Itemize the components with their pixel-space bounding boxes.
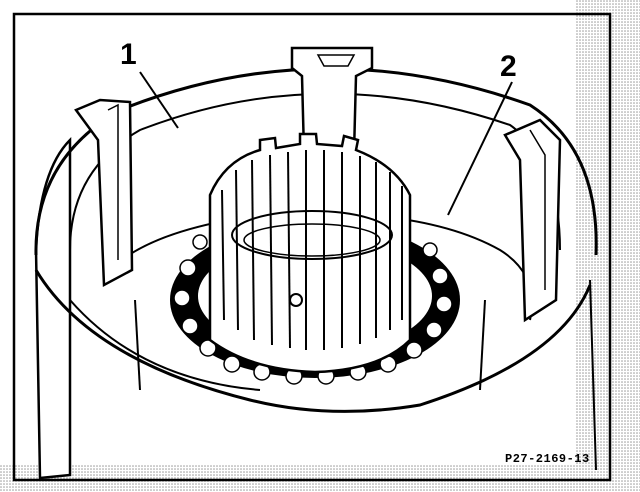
- right-tab: [503, 118, 562, 323]
- housing-lower-lip: [34, 269, 592, 413]
- top-tab-slot: [316, 54, 356, 67]
- left-tab-slot: [107, 103, 119, 260]
- hub-splines: [221, 150, 403, 350]
- housing-lower-lip-inner: [69, 299, 261, 391]
- right-tab-slot: [529, 129, 546, 290]
- leader-line-2: [447, 81, 513, 216]
- leader-line-1: [139, 71, 179, 129]
- inner-drum-right-edge: [479, 299, 486, 391]
- reference-code: P27-2169-13: [505, 452, 590, 466]
- figure-frame: [12, 12, 612, 482]
- hub-hole: [289, 293, 303, 307]
- callout-1: 1: [120, 38, 137, 71]
- left-tab: [74, 98, 134, 288]
- hub-bore-inner: [243, 223, 381, 257]
- screen-background: [575, 0, 640, 492]
- inner-drum-left-edge: [134, 299, 141, 391]
- housing-right-wall: [589, 279, 597, 471]
- screen-background-bottom: [0, 465, 640, 492]
- callout-2: 2: [500, 50, 517, 83]
